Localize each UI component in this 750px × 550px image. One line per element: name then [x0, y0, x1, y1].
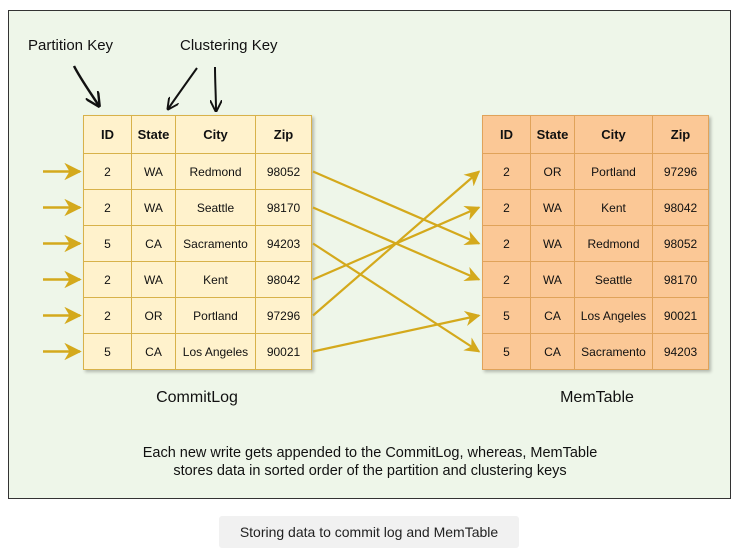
clustering-key-arrow-city: [215, 66, 216, 111]
commitlog-cell-id: 2: [83, 153, 132, 190]
memtable-header-row: ID State City Zip: [482, 115, 709, 154]
commitlog-cell-zip: 98170: [255, 189, 312, 226]
commitlog-title: CommitLog: [156, 389, 238, 406]
commitlog-cell-city: Seattle: [175, 189, 256, 226]
commitlog-header-zip: Zip: [255, 115, 312, 154]
commitlog-header-row: ID State City Zip: [83, 115, 312, 154]
memtable-cell-state: CA: [530, 297, 575, 334]
commitlog-cell-city: Los Angeles: [175, 333, 256, 370]
memtable-cell-id: 5: [482, 297, 531, 334]
commitlog-header-city: City: [175, 115, 256, 154]
commitlog-cell-state: CA: [131, 225, 176, 262]
memtable-cell-state: WA: [530, 189, 575, 226]
memtable-header-zip: Zip: [652, 115, 709, 154]
commitlog-cell-id: 2: [83, 189, 132, 226]
description-line-2: stores data in sorted order of the parti…: [173, 463, 567, 479]
memtable-header-state: State: [530, 115, 575, 154]
memtable-cell-zip: 97296: [652, 153, 709, 190]
flush-mapping-arrow: [312, 310, 481, 353]
memtable-cell-zip: 94203: [652, 333, 709, 370]
partition-key-arrow: [72, 65, 99, 106]
memtable-cell-id: 2: [482, 225, 531, 262]
commitlog-cell-state: WA: [131, 261, 176, 298]
commitlog-cell-zip: 90021: [255, 333, 312, 370]
commitlog-header-state: State: [131, 115, 176, 154]
flush-mapping-arrow: [312, 242, 481, 353]
memtable-cell-id: 2: [482, 189, 531, 226]
description: Each new write gets appended to the Comm…: [110, 444, 630, 480]
commitlog-cell-zip: 97296: [255, 297, 312, 334]
flush-mapping-arrow: [312, 170, 481, 317]
memtable-cell-zip: 98042: [652, 189, 709, 226]
memtable-cell-state: WA: [530, 225, 575, 262]
commitlog-cell-city: Sacramento: [175, 225, 256, 262]
memtable-cell-city: Redmond: [574, 225, 653, 262]
memtable-cell-city: Portland: [574, 153, 653, 190]
flush-mapping-arrow: [312, 170, 481, 246]
partition-key-label: Partition Key: [28, 37, 114, 54]
memtable-cell-id: 2: [482, 153, 531, 190]
commitlog-cell-zip: 98052: [255, 153, 312, 190]
memtable-cell-city: Los Angeles: [574, 297, 653, 334]
memtable-cell-zip: 98052: [652, 225, 709, 262]
memtable-cell-zip: 90021: [652, 297, 709, 334]
memtable-cell-zip: 98170: [652, 261, 709, 298]
memtable-cell-city: Sacramento: [574, 333, 653, 370]
commitlog-cell-city: Portland: [175, 297, 256, 334]
commitlog-cell-state: WA: [131, 153, 176, 190]
commitlog-cell-city: Kent: [175, 261, 256, 298]
memtable-cell-state: OR: [530, 153, 575, 190]
commitlog-cell-id: 5: [83, 225, 132, 262]
commitlog-cell-state: CA: [131, 333, 176, 370]
commitlog-cell-state: OR: [131, 297, 176, 334]
figure-caption: Storing data to commit log and MemTable: [219, 516, 519, 548]
commitlog-cell-state: WA: [131, 189, 176, 226]
commitlog-cell-zip: 98042: [255, 261, 312, 298]
commitlog-cell-id: 2: [83, 261, 132, 298]
memtable-header-id: ID: [482, 115, 531, 154]
commitlog-cell-zip: 94203: [255, 225, 312, 262]
clustering-key-label: Clustering Key: [180, 37, 278, 54]
memtable-cell-id: 5: [482, 333, 531, 370]
clustering-key-arrow-state: [168, 67, 198, 109]
description-line-1: Each new write gets appended to the Comm…: [142, 445, 598, 461]
memtable-title: MemTable: [560, 389, 634, 406]
commitlog-cell-id: 2: [83, 297, 132, 334]
